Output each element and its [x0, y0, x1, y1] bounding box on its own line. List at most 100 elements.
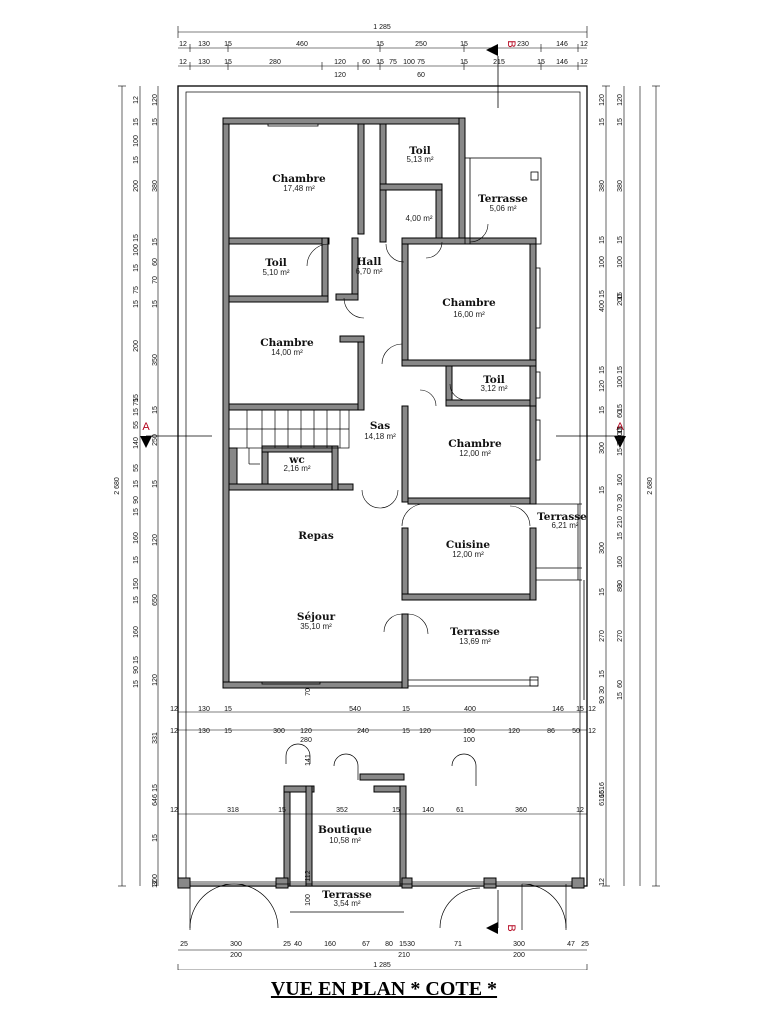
dim-label-mid-3: 12 [170, 807, 178, 814]
dim-label-bot-1: 25 [283, 941, 291, 948]
dim-label-left-inner: 12 [152, 880, 159, 888]
dim-label-mid-2: 12 [588, 728, 596, 735]
dim-label-top-2: 280 [269, 59, 281, 66]
dim-label-left-inner: 331 [152, 732, 159, 744]
dim-label-right-inner: 30 [599, 686, 606, 694]
dim-label-left-outer: 200 [133, 180, 140, 192]
dim-label-mid-2: 160 [463, 728, 475, 735]
dim-label-mid-3: 12 [576, 807, 584, 814]
room-name: Terrasse [478, 193, 528, 205]
room-name: Boutique [318, 824, 372, 836]
dim-label-bot-1: 30 [407, 941, 415, 948]
dim-label-bot-1: 25 [581, 941, 589, 948]
dim-label-right-inner: 300 [599, 442, 606, 454]
dim-label-right-inner: 15 [599, 486, 606, 494]
dim-label-mid-1: 400 [464, 706, 476, 713]
dimension-lines [121, 31, 657, 970]
dim-label-mid-1: 15 [402, 706, 410, 713]
dim-label-left-outer: 75 [133, 398, 140, 406]
dim-label-left-outer: 160 [133, 532, 140, 544]
dim-label-mid-2: 120 [508, 728, 520, 735]
dim-label-top-1: 130 [198, 41, 210, 48]
dim-label-right-outer: 30 [617, 580, 624, 588]
dim-label-top-1: 460 [296, 41, 308, 48]
room-area: 12,00 m² [452, 550, 484, 559]
room-area: 5,13 m² [406, 155, 433, 164]
room-name: Toil [265, 257, 287, 269]
dim-label-top-2: 75 [417, 59, 425, 66]
dim-label-left-outer: 15 [133, 656, 140, 664]
dim-label-left-inner: 15 [152, 238, 159, 246]
dim-label-top-2: 15 [537, 59, 545, 66]
dim-label-right-outer: 15 [617, 236, 624, 244]
dim-label-mid-2: 120 [300, 728, 312, 735]
dim-label-mid-1: 12 [588, 706, 596, 713]
room-name: Cuisine [446, 539, 491, 551]
dim-label-right-outer: 60 [617, 680, 624, 688]
dim-label-bot-1-sub: 210 [398, 952, 410, 959]
dim-label-top-1: 250 [415, 41, 427, 48]
dim-label-interior: 100 [305, 894, 312, 906]
dim-label-mid-3: 61 [456, 807, 464, 814]
dim-label-interior: 141 [305, 754, 312, 766]
dim-label-bot-1: 47 [567, 941, 575, 948]
dim-label-right-outer: 30 [617, 494, 624, 502]
dim-label-left-outer: 15 [133, 264, 140, 272]
dim-label-top-2: 75 [389, 59, 397, 66]
dim-label-left-outer: 15 [133, 394, 140, 402]
room-name: Terrasse [450, 626, 500, 638]
dim-label-right-outer: 270 [617, 630, 624, 642]
dim-label-mid-1: 130 [198, 706, 210, 713]
dim-label-top-2: 12 [179, 59, 187, 66]
dim-label-right-outer: 15 [617, 118, 624, 126]
room-name: Chambre [442, 297, 496, 309]
dim-label-right-inner: 90 [599, 696, 606, 704]
dim-label-top-2: 60 [362, 59, 370, 66]
dim-label-mid-2: 130 [198, 728, 210, 735]
dim-label-bot-1-sub: 200 [513, 952, 525, 959]
dim-label-right-inner: 12 [599, 878, 606, 886]
dim-label-mid-2: 15 [224, 728, 232, 735]
dim-label-left-outer: 90 [133, 666, 140, 674]
lower-lines [189, 743, 572, 930]
dim-label-right-inner: 616 [599, 782, 606, 794]
right-total-dim: 2 680 [647, 477, 654, 495]
dim-label-right-outer: 210 [617, 516, 624, 528]
room-name: wc [288, 454, 304, 466]
dim-label-mid-1: 12 [170, 706, 178, 713]
dim-label-bot-1-sub: 200 [230, 952, 242, 959]
staircase [228, 409, 350, 465]
dim-label-left-outer: 15 [133, 118, 140, 126]
room-area: 14,18 m² [364, 432, 396, 441]
dim-label-mid-1: 540 [349, 706, 361, 713]
dim-label-right-outer: 70 [617, 504, 624, 512]
dim-label-top-2: 12 [580, 59, 588, 66]
dim-label-left-outer: 15 [133, 234, 140, 242]
dim-label-left-inner: 300 [152, 874, 159, 886]
dim-label-right-inner: 616 [599, 794, 606, 806]
section-b-top: B [505, 40, 517, 47]
dim-label-right-outer: 15 [617, 292, 624, 300]
dim-label-left-outer: 15 [133, 508, 140, 516]
room-area: 3,12 m² [480, 384, 507, 393]
dim-label-right-outer: 15 [617, 692, 624, 700]
dim-label-left-inner: 15 [152, 300, 159, 308]
room-name: Chambre [272, 173, 326, 185]
dim-label-left-inner: 15 [152, 480, 159, 488]
room-name: Hall [357, 256, 382, 268]
dim-label-mid-2: 300 [273, 728, 285, 735]
dim-label-mid-2: 240 [357, 728, 369, 735]
outer-frame [177, 85, 588, 887]
dim-label-bot-1: 67 [362, 941, 370, 948]
dim-label-right-outer: 160 [617, 474, 624, 486]
room-name: Terrasse [537, 511, 587, 523]
dim-label-bot-1: 80 [385, 941, 393, 948]
dim-label-mid-3: 15 [278, 807, 286, 814]
dim-label-left-outer: 90 [133, 496, 140, 504]
dim-label-left-inner: 350 [152, 354, 159, 366]
walls [222, 117, 537, 689]
section-a-left: A [142, 421, 150, 433]
bottom-total-dim: 1 285 [373, 962, 391, 969]
dim-label-left-inner: 70 [152, 276, 159, 284]
dim-label-left-outer: 55 [133, 421, 140, 429]
